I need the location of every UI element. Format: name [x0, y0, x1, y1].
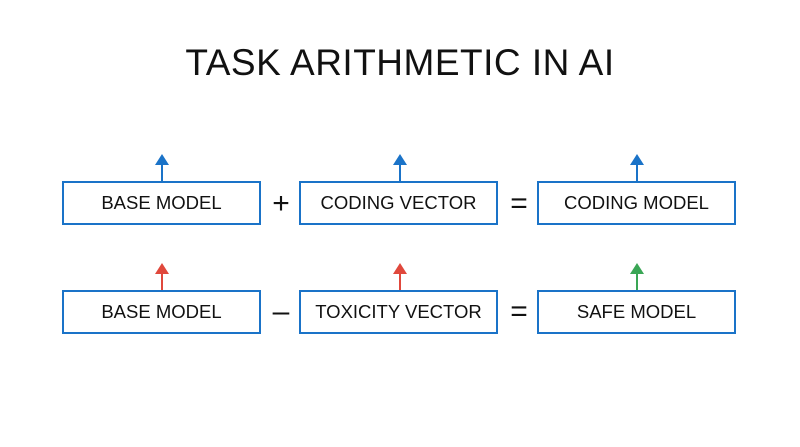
- coding-model-box: CODING MODEL: [537, 181, 736, 225]
- equals-operator: =: [510, 187, 528, 220]
- base-model-box: BASE MODEL: [62, 181, 261, 225]
- base-model-box: BASE MODEL: [62, 290, 261, 334]
- minus-operator: –: [272, 295, 290, 328]
- up-arrow-icon: [629, 262, 645, 290]
- up-arrow-icon: [154, 262, 170, 290]
- plus-operator: +: [272, 187, 290, 220]
- equals-operator: =: [510, 295, 528, 328]
- coding-vector-box: CODING VECTOR: [299, 181, 498, 225]
- diagram-title: TASK ARITHMETIC IN AI: [185, 42, 615, 83]
- toxicity-vector-box: TOXICITY VECTOR: [299, 290, 498, 334]
- up-arrow-icon: [629, 153, 645, 181]
- safe-model-box: SAFE MODEL: [537, 290, 736, 334]
- up-arrow-icon: [154, 153, 170, 181]
- up-arrow-icon: [392, 262, 408, 290]
- up-arrow-icon: [392, 153, 408, 181]
